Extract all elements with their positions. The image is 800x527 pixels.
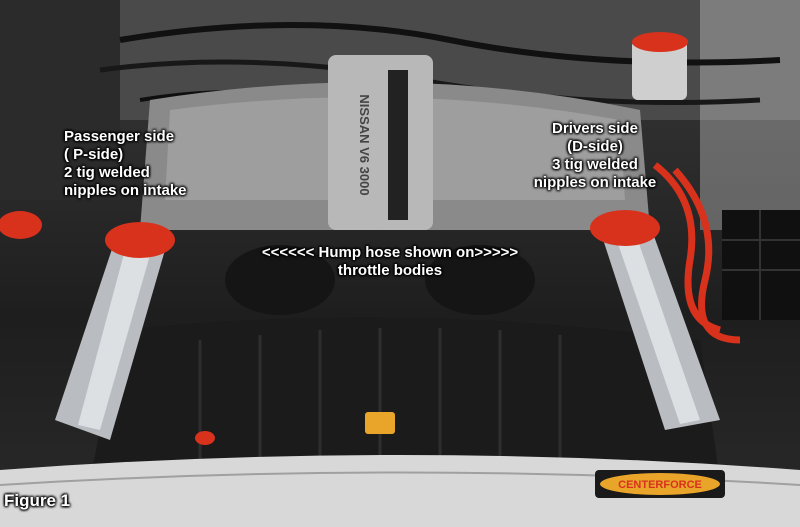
drivers-side-label: Drivers side (D-side) 3 tig welded nippl… <box>533 120 657 191</box>
red-vacuum-hoses <box>652 162 741 344</box>
plenum-text: NISSAN V6 3000 <box>357 94 372 195</box>
left-red-cap <box>0 211 42 239</box>
passenger-side-label: Passenger side ( P-side) 2 tig welded ni… <box>64 128 187 199</box>
sticker-text: CENTERFORCE <box>618 479 702 491</box>
figure-caption: Figure 1 <box>4 491 71 510</box>
plenum-cover: NISSAN V6 3000 <box>328 55 433 230</box>
left-intake-pipe <box>55 222 175 440</box>
centerforce-sticker: CENTERFORCE <box>595 470 725 498</box>
right-intake-pipe <box>590 210 720 430</box>
reservoir-cap <box>632 32 688 100</box>
hump-hose-label: <<<<<< Hump hose shown on>>>>> throttle … <box>261 244 519 279</box>
radiator-cap <box>365 412 395 434</box>
